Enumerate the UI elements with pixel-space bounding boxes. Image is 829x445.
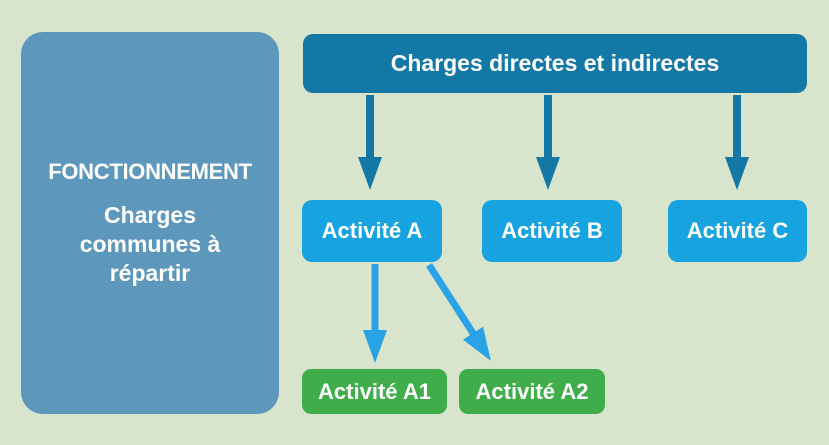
sidebar-subtitle: Charges communes à répartir <box>79 201 221 286</box>
activity-node-a: Activité A <box>302 200 442 262</box>
subactivity-a2-label: Activité A2 <box>475 378 589 404</box>
subactivity-a1-label: Activité A1 <box>318 378 431 404</box>
activity-a-label: Activité A <box>321 218 423 243</box>
activity-node-b: Activité B <box>482 200 622 262</box>
root-node-label: Charges directes et indirectes <box>390 50 720 76</box>
activity-b-label: Activité B <box>501 218 603 243</box>
activity-node-c: Activité C <box>668 200 807 262</box>
root-node-charges-directes-indirectes: Charges directes et indirectes <box>303 34 807 93</box>
subactivity-node-a1: Activité A1 <box>302 369 447 414</box>
sidebar-panel: FONCTIONNEMENT Charges communes à répart… <box>21 32 279 414</box>
sidebar-title: FONCTIONNEMENT <box>48 158 252 184</box>
activity-c-label: Activité C <box>686 218 789 243</box>
arrow-activity-a-to-a2-icon <box>426 263 491 361</box>
subactivity-node-a2: Activité A2 <box>459 369 605 414</box>
